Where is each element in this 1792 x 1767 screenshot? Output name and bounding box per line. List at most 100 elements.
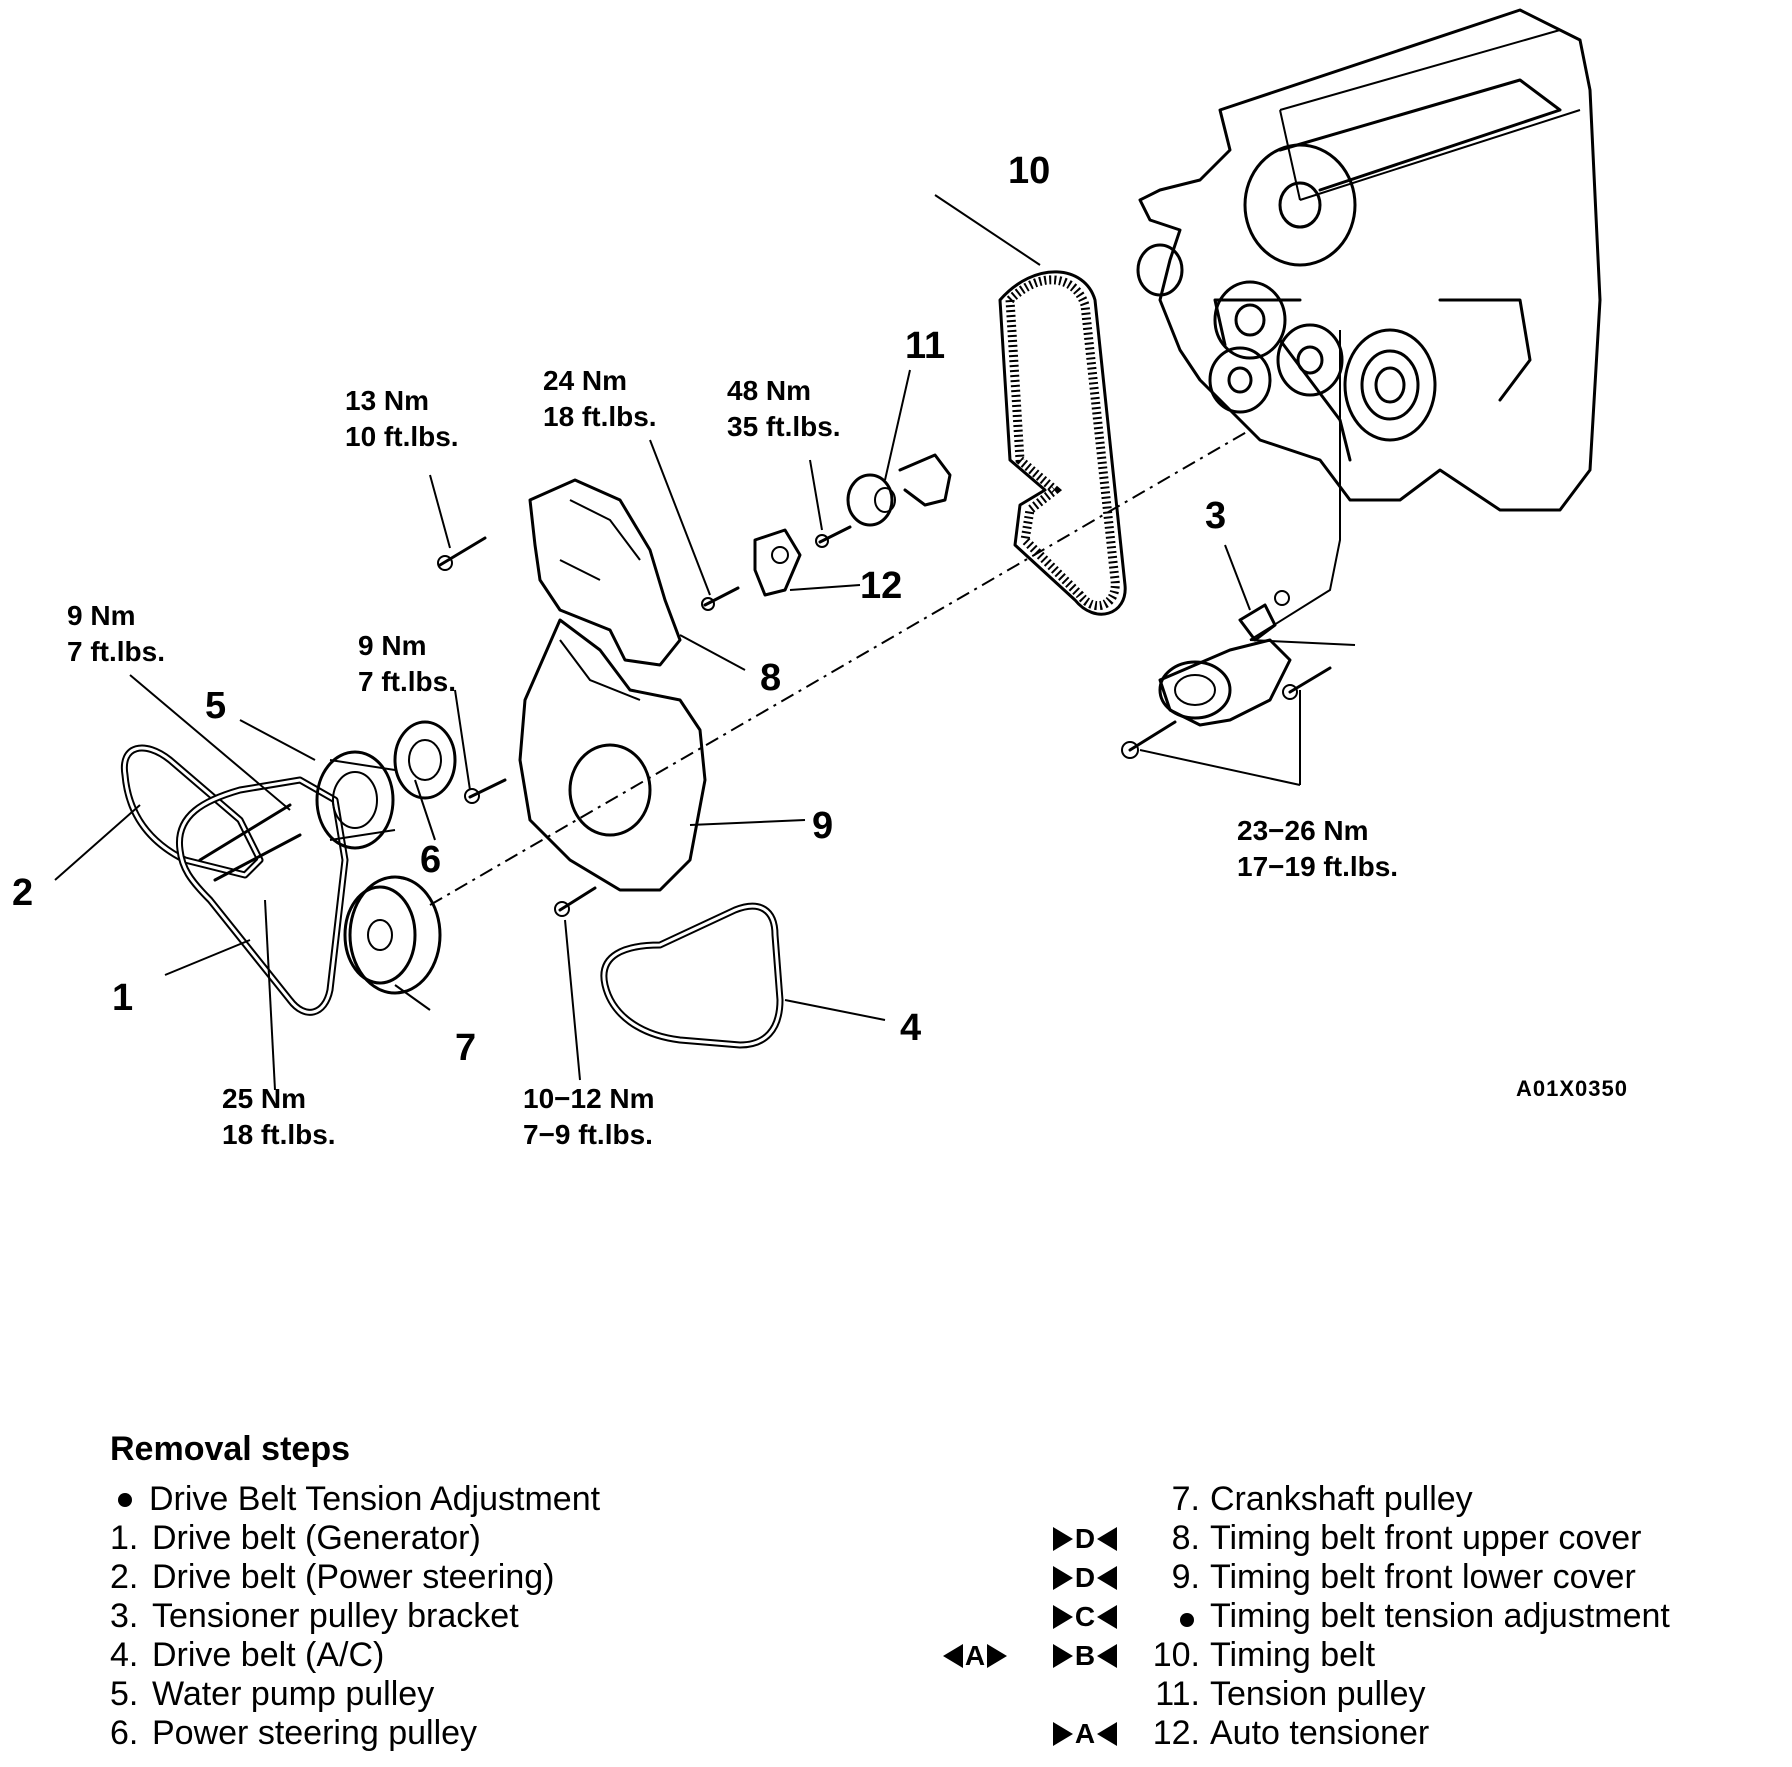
torque-7-9ftlbs: 7−9 ft.lbs.	[523, 1119, 653, 1150]
tension-pulley	[846, 453, 952, 527]
torque-18ftlbs-a: 18 ft.lbs.	[543, 401, 657, 432]
mark-arrow-right-icon	[987, 1643, 1008, 1668]
callout-7: 7	[455, 1027, 476, 1069]
bracket-mount-line	[1249, 330, 1341, 641]
torque-13nm: 13 Nm	[345, 385, 429, 416]
legend-item-num: 7.	[1171, 1480, 1200, 1518]
mark-arrow-left-icon	[942, 1643, 963, 1668]
legend-item-num: 1.	[110, 1519, 139, 1557]
bullet-icon	[1180, 1613, 1194, 1627]
timing-belt-lower-cover	[518, 618, 707, 892]
legend-item: 5. Water pump pulley	[110, 1675, 600, 1714]
mark-arrow-left-icon	[1097, 1721, 1118, 1746]
callout-9: 9	[812, 805, 833, 847]
figure-code: A01X0350	[1516, 1076, 1628, 1101]
callout-5: 5	[205, 685, 226, 727]
legend-item-num: 3.	[110, 1597, 139, 1635]
install-mark: D	[1030, 1519, 1140, 1558]
legend-item-text: Timing belt tension adjustment	[1210, 1597, 1670, 1635]
legend-item-num: 6.	[110, 1714, 139, 1752]
legend-item: Drive Belt Tension Adjustment	[110, 1480, 600, 1519]
callout-11: 11	[905, 325, 945, 367]
legend-item-text: Auto tensioner	[1210, 1714, 1430, 1752]
mark-arrow-right-icon	[1052, 1526, 1073, 1551]
legend-title: Removal steps	[110, 1430, 350, 1468]
legend-item-text: Timing belt	[1210, 1636, 1376, 1674]
drive-belt-generator	[175, 776, 349, 1016]
mark-arrow-right-icon	[1052, 1721, 1073, 1746]
mark-arrow-left-icon	[1097, 1565, 1118, 1590]
legend-right-column: 7. Crankshaft pulley D 8. Timing belt fr…	[900, 1480, 1670, 1753]
legend-item-num: 2.	[110, 1558, 139, 1596]
legend-item-text: Power steering pulley	[152, 1714, 478, 1752]
torque-10ftlbs: 10 ft.lbs.	[345, 421, 459, 452]
removal-steps-legend: Removal steps Drive Belt Tension Adjustm…	[0, 1420, 1792, 1767]
legend-left-column: Drive Belt Tension Adjustment 1. Drive b…	[110, 1480, 600, 1753]
torque-labels: 13 Nm 10 ft.lbs. 24 Nm 18 ft.lbs. 48 Nm …	[67, 365, 1398, 1150]
callout-12: 12	[860, 565, 902, 607]
legend-item: A 12. Auto tensioner	[900, 1714, 1670, 1753]
legend-item: D 9. Timing belt front lower cover	[900, 1558, 1670, 1597]
legend-item-text: Water pump pulley	[152, 1675, 435, 1713]
callout-2: 2	[12, 872, 33, 914]
callout-10: 10	[1008, 150, 1050, 192]
legend-item: 1. Drive belt (Generator)	[110, 1519, 600, 1558]
legend-item-num: 10.	[1152, 1636, 1200, 1674]
center-axis-line	[429, 429, 1251, 906]
callout-8: 8	[760, 657, 781, 699]
legend-item-num: 11.	[1155, 1675, 1200, 1713]
torque-24nm: 24 Nm	[543, 365, 627, 396]
leader-lines	[54, 194, 1356, 1091]
torque-9nm-a: 9 Nm	[67, 600, 135, 631]
legend-item-num: 8.	[1171, 1519, 1200, 1557]
install-mark: C	[1030, 1597, 1140, 1636]
removal-mark: A	[920, 1636, 1030, 1675]
install-mark: A	[1030, 1714, 1140, 1753]
install-mark: B	[1030, 1636, 1140, 1675]
bullet-icon	[118, 1492, 132, 1507]
legend-item: 2. Drive belt (Power steering)	[110, 1558, 600, 1597]
callout-4: 4	[900, 1007, 921, 1049]
mark-arrow-right-icon	[1052, 1565, 1073, 1590]
legend-item-text: Timing belt front lower cover	[1210, 1558, 1636, 1596]
mark-arrow-right-icon	[1052, 1643, 1073, 1668]
legend-item: 7. Crankshaft pulley	[900, 1480, 1670, 1519]
mark-arrow-left-icon	[1097, 1643, 1118, 1668]
install-mark: D	[1030, 1558, 1140, 1597]
legend-item: 4. Drive belt (A/C)	[110, 1636, 600, 1675]
auto-tensioner	[753, 528, 802, 597]
torque-7ftlbs-a: 7 ft.lbs.	[67, 636, 165, 667]
legend-item-text: Tension pulley	[1210, 1675, 1426, 1713]
legend-item-num: 5.	[110, 1675, 139, 1713]
bolts	[437, 525, 1332, 917]
callout-1: 1	[112, 977, 133, 1019]
legend-item: C Timing belt tension adjustment	[900, 1597, 1670, 1636]
legend-item: 6. Power steering pulley	[110, 1714, 600, 1753]
legend-item-num: 4.	[110, 1636, 139, 1674]
legend-item-text: Drive belt (Power steering)	[152, 1558, 555, 1596]
torque-23-26nm: 23−26 Nm	[1237, 815, 1369, 846]
water-pump-pulley	[315, 750, 396, 850]
torque-17-19ftlbs: 17−19 ft.lbs.	[1237, 851, 1398, 882]
mark-arrow-right-icon	[1052, 1604, 1073, 1629]
torque-18ftlbs-b: 18 ft.lbs.	[222, 1119, 336, 1150]
legend-item-text: Drive belt (A/C)	[152, 1636, 385, 1674]
legend-item: D 8. Timing belt front upper cover	[900, 1519, 1670, 1558]
mark-arrow-left-icon	[1097, 1526, 1118, 1551]
torque-7ftlbs-b: 7 ft.lbs.	[358, 666, 456, 697]
legend-item-text: Drive Belt Tension Adjustment	[149, 1480, 601, 1518]
legend-item-text: Timing belt front upper cover	[1210, 1519, 1642, 1557]
legend-item-num: 12.	[1152, 1714, 1200, 1752]
torque-48nm: 48 Nm	[727, 375, 811, 406]
legend-item-text: Drive belt (Generator)	[152, 1519, 481, 1557]
legend-item-text: Tensioner pulley bracket	[152, 1597, 519, 1635]
drive-belt-ac	[600, 902, 784, 1049]
power-steering-pulley	[393, 720, 457, 800]
torque-25nm: 25 Nm	[222, 1083, 306, 1114]
legend-item-num: 9.	[1171, 1558, 1200, 1596]
torque-9nm-b: 9 Nm	[358, 630, 426, 661]
crankshaft-pulley	[343, 875, 442, 995]
engine-block	[1136, 8, 1602, 512]
legend-item: 3. Tensioner pulley bracket	[110, 1597, 600, 1636]
